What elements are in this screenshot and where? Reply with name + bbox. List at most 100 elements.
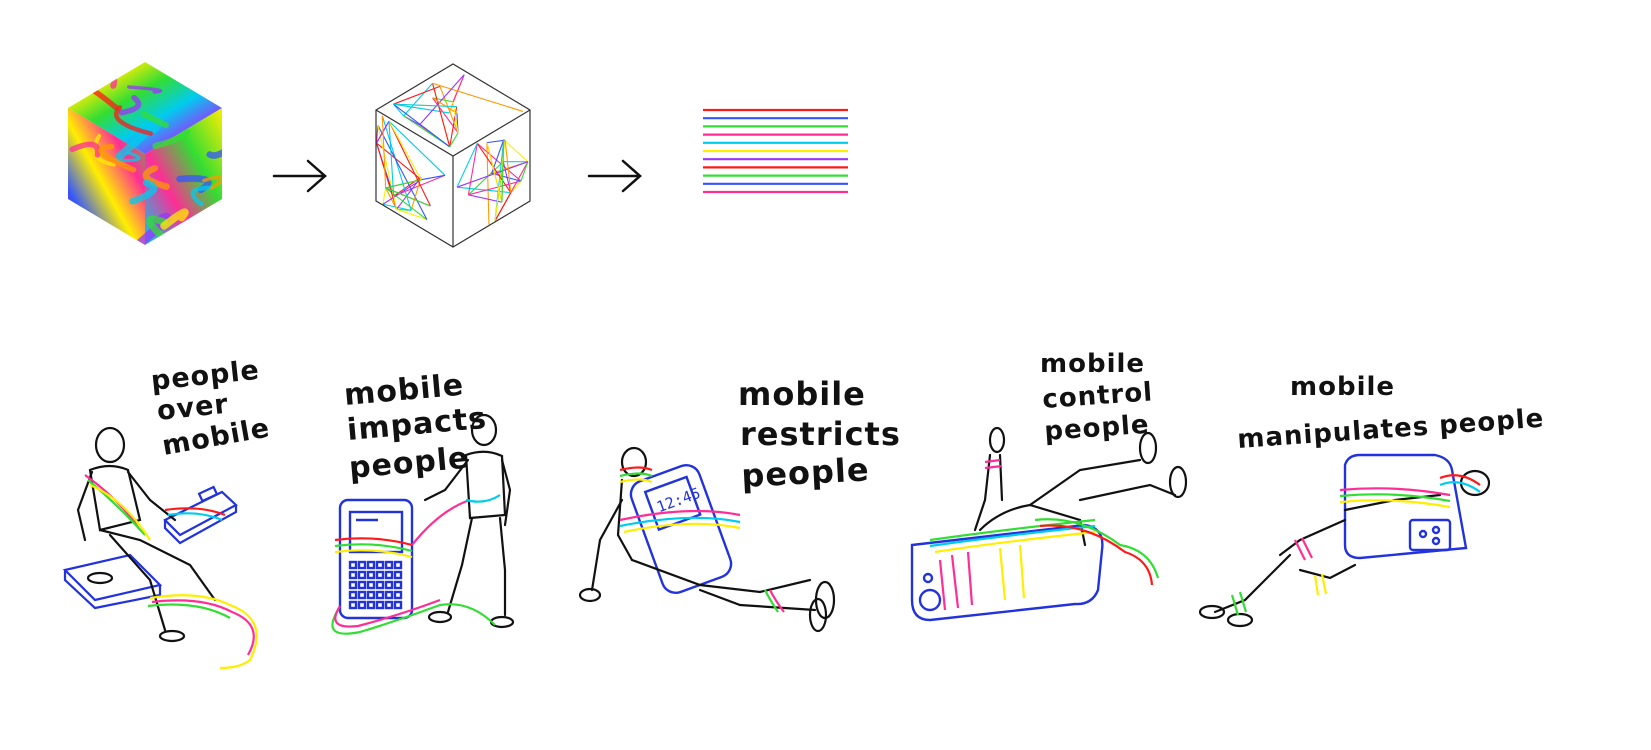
wire-edge xyxy=(388,121,395,197)
wire-edge xyxy=(456,161,529,188)
keypad-key xyxy=(366,570,376,580)
panel-mobile-restricts-people: mobile restricts people 12:45 xyxy=(578,375,901,633)
marble-swirl xyxy=(206,135,222,159)
keypad-key xyxy=(393,590,403,600)
wire-edge xyxy=(504,140,512,193)
marble-swirl xyxy=(115,120,163,161)
marble-swirl xyxy=(190,185,213,207)
panel-mobile-control-people: mobile control people xyxy=(910,349,1188,622)
marble-swirl xyxy=(146,215,168,238)
keypad-key xyxy=(366,580,376,590)
panel-caption-line: over xyxy=(155,389,230,427)
marble-swirl xyxy=(70,62,118,89)
rainbow-string xyxy=(1230,474,1481,616)
wireframe-cube xyxy=(375,63,531,248)
rainbow-string xyxy=(331,494,501,635)
keypad-key xyxy=(357,590,367,600)
keypad-key xyxy=(357,560,367,570)
keypad-key xyxy=(384,580,394,590)
wire-edge xyxy=(382,187,387,205)
keypad-key xyxy=(366,560,376,570)
wire-edge xyxy=(467,143,478,195)
figure-drawing xyxy=(578,446,836,633)
phone-drawing xyxy=(62,485,238,610)
wire-edge xyxy=(381,115,387,188)
wire-edge xyxy=(419,74,465,126)
wire-edge xyxy=(421,174,446,181)
panel-caption-line: people xyxy=(740,450,870,495)
marble-swirl xyxy=(98,143,137,173)
wire-edge xyxy=(449,106,458,147)
panel-mobile-manipulates-people: mobile manipulates people xyxy=(1198,372,1545,628)
panel-caption-line: people xyxy=(1043,410,1150,447)
rainbow-string xyxy=(619,466,785,613)
wire-edge xyxy=(456,143,478,188)
keypad-key xyxy=(357,600,367,610)
wire-edge xyxy=(510,161,529,193)
wire-edge xyxy=(432,97,459,134)
wire-edge xyxy=(439,86,459,134)
keypad-key xyxy=(375,560,385,570)
keypad-key xyxy=(348,570,358,580)
right-arrow-icon xyxy=(587,159,642,193)
wire-edge xyxy=(385,179,422,189)
marbled-cube xyxy=(68,62,222,245)
phone-drawing xyxy=(1343,453,1468,560)
phone-drawing xyxy=(338,498,414,620)
wire-edge xyxy=(431,83,451,147)
right-arrow-icon xyxy=(272,159,327,193)
wire-edge xyxy=(468,194,503,203)
keypad-key xyxy=(393,570,403,580)
wire-edge xyxy=(377,124,428,220)
panel-caption-line: control xyxy=(1041,377,1154,415)
wire-edge xyxy=(468,180,522,196)
panel-mobile-impacts-people: mobile impacts people xyxy=(331,368,515,635)
wire-edge xyxy=(396,208,428,221)
wire-edge xyxy=(382,179,422,205)
figure-drawing xyxy=(973,426,1188,547)
wire-edge xyxy=(432,97,458,114)
marble-swirl xyxy=(114,105,153,136)
keypad-key xyxy=(348,590,358,600)
keypad-key xyxy=(375,590,385,600)
marble-swirl xyxy=(202,174,222,190)
keypad-key xyxy=(375,600,385,610)
panel-people-over-mobile: people over mobile xyxy=(62,355,272,670)
wire-edge xyxy=(476,143,512,193)
wire-edge xyxy=(403,82,433,117)
keypad-key xyxy=(384,570,394,580)
wire-edge xyxy=(491,172,522,182)
wire-edge xyxy=(375,125,379,144)
marble-swirl xyxy=(115,150,141,163)
panel-caption-line: mobile xyxy=(1040,349,1145,379)
wire-edge xyxy=(393,103,451,148)
wire-edge xyxy=(494,192,512,222)
marble-swirl xyxy=(129,179,158,205)
wire-edge xyxy=(388,120,431,207)
figure-drawing xyxy=(76,426,217,643)
rainbow-string xyxy=(929,458,1160,611)
keypad-key xyxy=(384,590,394,600)
wire-edge xyxy=(476,143,522,182)
keypad-key xyxy=(348,560,358,570)
wire-edge xyxy=(432,97,454,103)
keypad-key xyxy=(366,600,376,610)
panel-caption-line: restricts xyxy=(740,415,901,453)
wire-edge xyxy=(432,82,524,112)
keypad-key xyxy=(366,590,376,600)
wire-edge xyxy=(486,142,503,203)
wire-edge xyxy=(388,120,446,176)
keypad-key xyxy=(393,600,403,610)
marble-swirl xyxy=(69,141,101,158)
keypad-key xyxy=(357,580,367,590)
wire-edge xyxy=(393,103,457,108)
wire-edge xyxy=(393,174,446,197)
wire-edge xyxy=(381,115,412,211)
keypad-key xyxy=(375,580,385,590)
keypad-key xyxy=(393,560,403,570)
keypad-key xyxy=(357,570,367,580)
marble-swirl xyxy=(127,85,163,94)
wire-edge xyxy=(382,203,412,211)
wire-edge xyxy=(449,132,459,148)
